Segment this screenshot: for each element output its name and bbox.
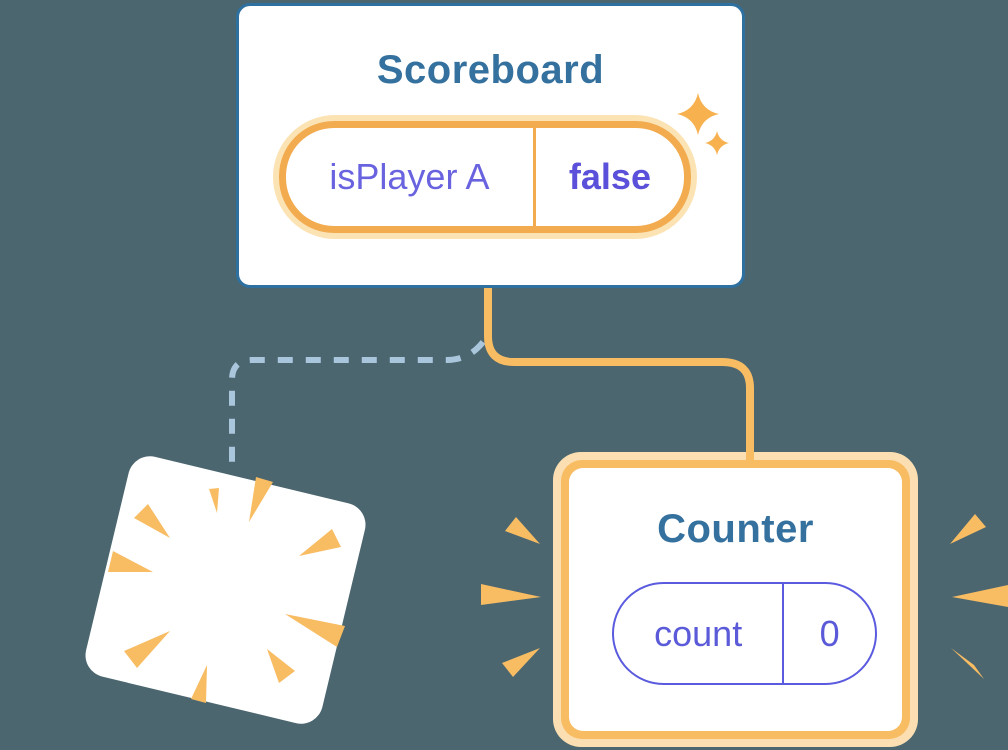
counter-state-value: 0 (782, 584, 875, 683)
scoreboard-title: Scoreboard (376, 48, 605, 92)
scoreboard-state-label: isPlayer A (329, 156, 490, 197)
counter-card-ring: Counter count 0 (561, 460, 910, 739)
counter-title: Counter (657, 507, 814, 551)
counter-card: Counter count 0 (553, 452, 918, 747)
counter-state-pill: count 0 (612, 582, 877, 685)
removed-branch-dashed-connector (229, 340, 486, 466)
counter-card-body: Counter count 0 (569, 468, 902, 731)
scoreboard-state-pill: isPlayer A false (279, 121, 691, 233)
scoreboard-card: Scoreboard isPlayer A false (236, 3, 745, 288)
scoreboard-state-value: false (532, 128, 684, 226)
preserved-branch-connector (484, 288, 754, 464)
destroyed-component-card (80, 451, 371, 729)
counter-state-label: count (654, 612, 743, 654)
scoreboard-state-pill-glow: isPlayer A false (273, 115, 697, 239)
